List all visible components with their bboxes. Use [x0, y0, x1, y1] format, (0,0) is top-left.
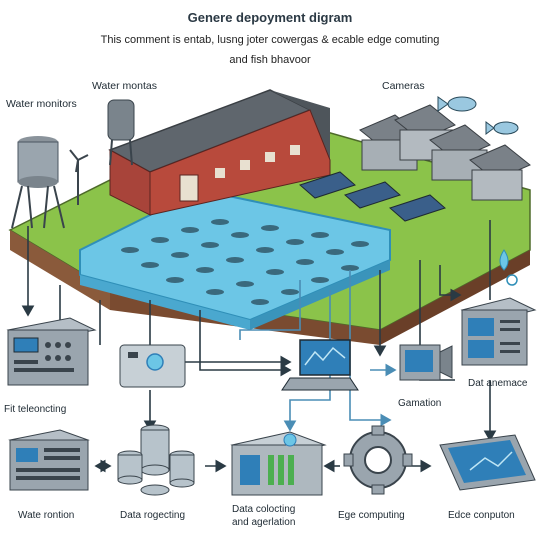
controller-icon[interactable] — [6, 317, 97, 386]
diagram-subtitle-line1: This comment is entab, lusng joter cower… — [100, 34, 440, 46]
barn-icon — [108, 89, 331, 216]
label-and-agerlation: and agerlation — [232, 517, 296, 528]
diagram-subtitle-line2: and fish bhavoor — [229, 54, 311, 66]
label-fit-teleoncting: Fit teleoncting — [4, 404, 67, 415]
label-water-montas: Water montas — [92, 80, 157, 92]
server-icon[interactable] — [460, 297, 537, 366]
label-ege-computing: Ege computing — [338, 510, 405, 521]
label-cameras: Cameras — [382, 80, 425, 92]
diagram-title: Genere depoyment digram — [187, 10, 353, 25]
label-gamation: Gamation — [398, 398, 442, 409]
coin-stack-icon[interactable] — [117, 424, 195, 496]
water-tower-icon — [11, 136, 65, 229]
fish-icon — [437, 96, 519, 135]
label-dat-anemace: Dat anemace — [468, 378, 528, 389]
data-collector-icon[interactable] — [230, 431, 327, 496]
label-water-monitors: Water monitors — [6, 98, 77, 110]
label-data-rogecting: Data rogecting — [120, 510, 186, 521]
label-data-colocting: Data colocting — [232, 504, 296, 515]
sensor-device-icon[interactable] — [119, 344, 186, 388]
label-wate-rontion: Wate rontion — [18, 510, 75, 521]
camera-monitor-icon[interactable] — [399, 344, 453, 381]
tablet-icon[interactable] — [439, 434, 536, 491]
gear-icon[interactable] — [343, 425, 413, 495]
water-tower-icon — [107, 99, 135, 166]
water-drop-icon — [499, 249, 518, 286]
water-station-icon[interactable] — [8, 429, 90, 491]
laptop-icon[interactable] — [281, 339, 359, 391]
camera-shed-icon — [359, 104, 531, 201]
label-edce-conputon: Edce conputon — [448, 510, 515, 521]
solar-panel-icon — [299, 171, 446, 222]
wind-turbine-icon — [69, 149, 89, 205]
